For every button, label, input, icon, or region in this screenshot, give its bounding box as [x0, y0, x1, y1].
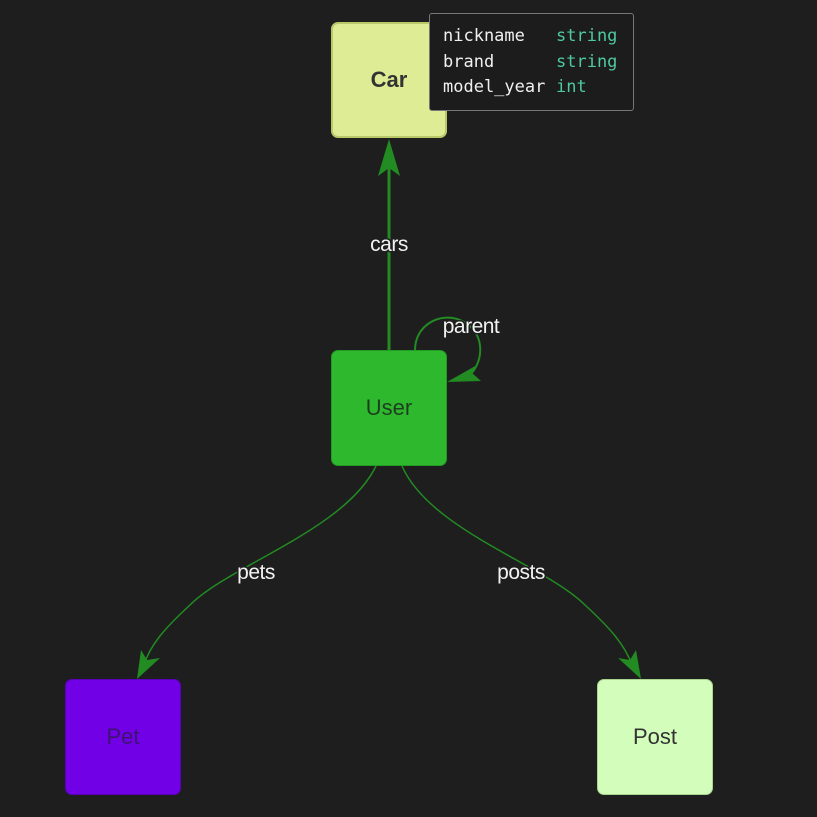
field-name: model_year — [443, 77, 546, 97]
node-post[interactable]: Post — [597, 679, 713, 795]
field-type: int — [556, 77, 587, 97]
edge-pets-arrowhead — [137, 650, 160, 679]
field-type: string — [556, 26, 618, 46]
edge-pets[interactable]: pets — [137, 465, 377, 679]
edge-label-cars: cars — [370, 233, 408, 256]
field-type: string — [556, 51, 618, 72]
node-user-label: User — [365, 395, 413, 420]
tooltip-field-row: nickname string — [443, 24, 633, 50]
node-user[interactable]: User — [331, 350, 447, 466]
edge-label-pets: pets — [237, 561, 275, 584]
edge-parent-arrowhead — [447, 365, 481, 382]
edge-label-parent: parent — [443, 315, 500, 338]
node-car-label: Car — [370, 67, 408, 92]
edge-posts-arrowhead — [618, 650, 641, 679]
car-fields-tooltip: nickname string brand string model_year … — [429, 13, 634, 111]
tooltip-field-row: model_year int — [443, 75, 633, 101]
field-name: brand — [443, 51, 495, 72]
node-pet[interactable]: Pet — [65, 679, 181, 795]
field-name: nickname — [443, 26, 525, 46]
node-post-label: Post — [632, 724, 678, 749]
edge-posts[interactable]: posts — [401, 465, 641, 679]
tooltip-field-row: brand string — [443, 50, 633, 76]
node-pet-label: Pet — [106, 724, 140, 749]
edge-label-posts: posts — [497, 561, 545, 584]
edge-parent[interactable]: parent — [414, 314, 502, 382]
edge-cars-arrowhead — [378, 139, 400, 176]
edge-cars[interactable]: cars — [369, 139, 410, 350]
